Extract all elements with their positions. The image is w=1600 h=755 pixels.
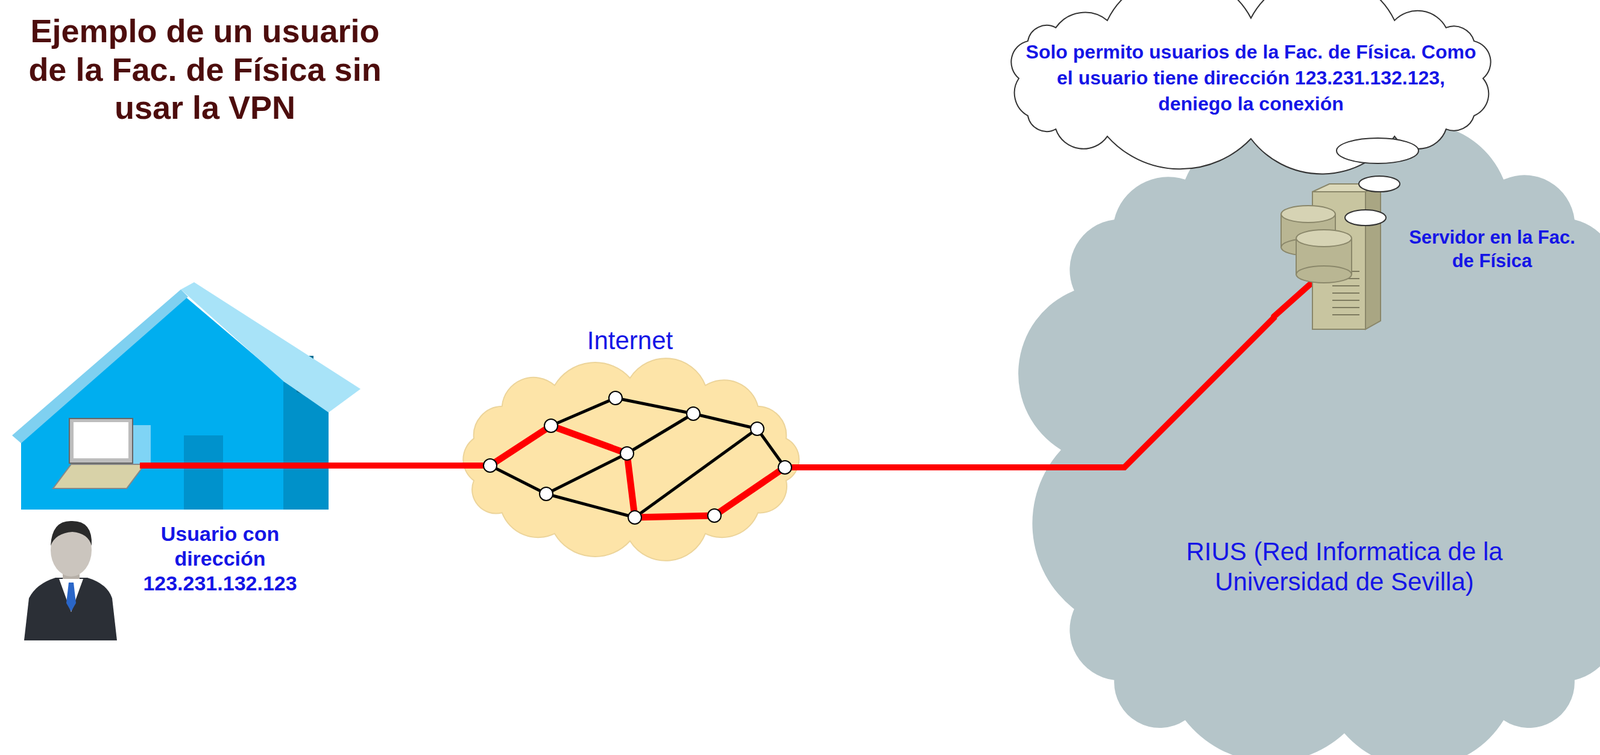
route-link bbox=[1273, 282, 1313, 317]
server-slot bbox=[1332, 292, 1360, 294]
thought-bubble-shape bbox=[1011, 0, 1491, 174]
network-link bbox=[546, 453, 627, 494]
bubble-text: Solo permito usuarios de la Fac. de Físi… bbox=[1021, 39, 1481, 118]
router-node bbox=[544, 418, 558, 433]
user-label: Usuario con dirección 123.231.132.123 bbox=[120, 521, 320, 596]
route-link bbox=[490, 425, 552, 466]
laptop-screen bbox=[69, 418, 133, 463]
rius-cloud: RIUS (Red Informatica de la Universidad … bbox=[1030, 112, 1600, 755]
router-node bbox=[750, 422, 764, 436]
disk-bottom bbox=[1296, 265, 1352, 283]
router-node bbox=[483, 458, 497, 473]
router-node bbox=[778, 460, 792, 474]
person-icon bbox=[24, 520, 117, 641]
rius-cloud-shape bbox=[1018, 123, 1600, 755]
route-link bbox=[714, 467, 785, 516]
network-link bbox=[490, 465, 547, 494]
router-node bbox=[539, 487, 553, 501]
network-link bbox=[626, 413, 694, 454]
thought-bubble: Solo permito usuarios de la Fac. de Físi… bbox=[1012, 3, 1490, 142]
router-node bbox=[628, 510, 642, 524]
network-link bbox=[634, 428, 758, 518]
laptop-display bbox=[73, 422, 129, 459]
server-node: Servidor en la Fac. de Física bbox=[1275, 180, 1592, 332]
network-link bbox=[551, 397, 616, 426]
thought-dot bbox=[1336, 138, 1419, 164]
title-box: Ejemplo de un usuario de la Fac. de Físi… bbox=[24, 12, 386, 128]
house bbox=[12, 282, 361, 510]
hair bbox=[50, 520, 92, 546]
tie bbox=[66, 582, 76, 612]
network-connection bbox=[379, 462, 444, 469]
router-node bbox=[620, 446, 634, 460]
server-slot bbox=[1332, 314, 1360, 316]
route-link bbox=[626, 453, 635, 518]
server-slot bbox=[1332, 306, 1360, 309]
disk-top bbox=[1281, 205, 1336, 223]
route-link bbox=[634, 515, 715, 518]
network-link bbox=[693, 413, 758, 429]
route-link bbox=[551, 425, 627, 454]
internet-cloud-shape bbox=[443, 325, 817, 557]
server-node-shape bbox=[1275, 180, 1592, 332]
cloud-label: Internet bbox=[443, 325, 817, 356]
router-node bbox=[686, 406, 700, 421]
server-side bbox=[1365, 183, 1381, 330]
shirt bbox=[59, 578, 84, 612]
diagram-title: Ejemplo de un usuario de la Fac. de Físi… bbox=[24, 12, 386, 128]
user-node: Usuario con dirección 123.231.132.123 bbox=[18, 283, 380, 646]
laptop bbox=[53, 418, 145, 489]
network-link bbox=[546, 493, 635, 518]
server-slot bbox=[1332, 285, 1360, 287]
internet-cloud: Internet bbox=[443, 325, 817, 557]
server-label: Servidor en la Fac. de Física bbox=[1395, 226, 1589, 274]
disk-top bbox=[1296, 229, 1352, 247]
internet-cloud-shape bbox=[462, 358, 799, 561]
roof bbox=[180, 282, 361, 413]
red-link bbox=[139, 462, 382, 469]
laptop-base bbox=[53, 464, 145, 489]
suit bbox=[24, 577, 117, 641]
thought-dot bbox=[1344, 209, 1386, 226]
router-node bbox=[707, 508, 722, 523]
router-node bbox=[608, 391, 623, 405]
network-connection bbox=[816, 316, 1276, 468]
thought-dot bbox=[1358, 176, 1400, 192]
network-link bbox=[615, 397, 694, 414]
cloud-label: RIUS (Red Informatica de la Universidad … bbox=[1169, 536, 1520, 598]
server-slot bbox=[1332, 299, 1360, 301]
door bbox=[183, 435, 224, 510]
